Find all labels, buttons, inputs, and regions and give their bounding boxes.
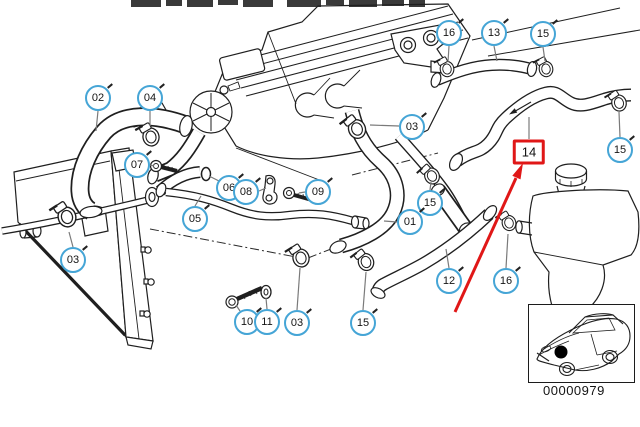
radiator — [13, 147, 155, 350]
callout-03[interactable]: 03 — [60, 247, 86, 273]
car-thumbnail — [536, 313, 631, 377]
callout-12[interactable]: 12 — [436, 268, 462, 294]
hose-13 — [430, 61, 538, 88]
callout-label: 16 — [499, 274, 513, 287]
callout-label: 07 — [130, 158, 144, 171]
callout-label: 15 — [356, 316, 370, 329]
callout-15[interactable]: 15 — [530, 21, 556, 47]
hose-14-highlighted-part — [448, 92, 631, 171]
callout-05[interactable]: 05 — [182, 206, 208, 232]
callout-label: 11 — [261, 315, 273, 328]
callout-02[interactable]: 02 — [85, 85, 111, 111]
callout-label: 08 — [239, 185, 253, 198]
callout-label: 12 — [442, 274, 456, 287]
callout-label: 13 — [487, 26, 501, 39]
callout-16[interactable]: 16 — [493, 268, 519, 294]
red-pointer-arrow — [453, 163, 523, 313]
callout-09[interactable]: 09 — [305, 179, 331, 205]
callout-16[interactable]: 16 — [436, 20, 462, 46]
callout-11[interactable]: 11 — [254, 309, 280, 335]
callout-04[interactable]: 04 — [137, 85, 163, 111]
part-location-dot — [554, 345, 568, 359]
radiator-hose-02 — [79, 114, 194, 218]
callout-label: 04 — [143, 91, 157, 104]
callout-label: 03 — [66, 253, 80, 266]
callout-label: 06 — [222, 181, 236, 194]
callout-label: 03 — [290, 316, 304, 329]
hose-12 — [370, 205, 498, 299]
callout-07[interactable]: 07 — [124, 152, 150, 178]
water-pipe-05 — [2, 172, 370, 231]
callout-01[interactable]: 01 — [397, 209, 423, 235]
callout-label: 16 — [442, 26, 456, 39]
radiator-hose-01 — [329, 111, 397, 254]
car-location-inset[interactable] — [528, 304, 635, 383]
callout-label: 03 — [405, 120, 419, 133]
callout-label: 15 — [423, 196, 437, 209]
callout-03[interactable]: 03 — [399, 114, 425, 140]
bolt-10 — [225, 285, 263, 309]
callout-08[interactable]: 08 — [233, 179, 259, 205]
image-code: 00000979 — [543, 383, 605, 398]
watermark-remnant — [131, 0, 425, 7]
callout-label: 09 — [311, 185, 325, 198]
leader-lines — [68, 45, 621, 312]
highlighted-callout-14[interactable]: 14 — [512, 139, 546, 165]
bolt-07 — [149, 159, 178, 173]
callout-label: 10 — [240, 315, 254, 328]
callout-label: 15 — [536, 27, 550, 40]
callout-label: 15 — [613, 143, 627, 156]
o-ring-06 — [200, 166, 212, 182]
callout-15[interactable]: 15 — [350, 310, 376, 336]
expansion-tank — [515, 163, 640, 331]
callout-label: 05 — [188, 212, 202, 225]
callout-13[interactable]: 13 — [481, 20, 507, 46]
callout-label: 02 — [91, 91, 105, 104]
callout-label: 01 — [403, 215, 417, 228]
callout-15[interactable]: 15 — [607, 137, 633, 163]
highlighted-callout-label: 14 — [521, 144, 537, 160]
bracket-08 — [262, 174, 278, 205]
callout-03[interactable]: 03 — [284, 310, 310, 336]
